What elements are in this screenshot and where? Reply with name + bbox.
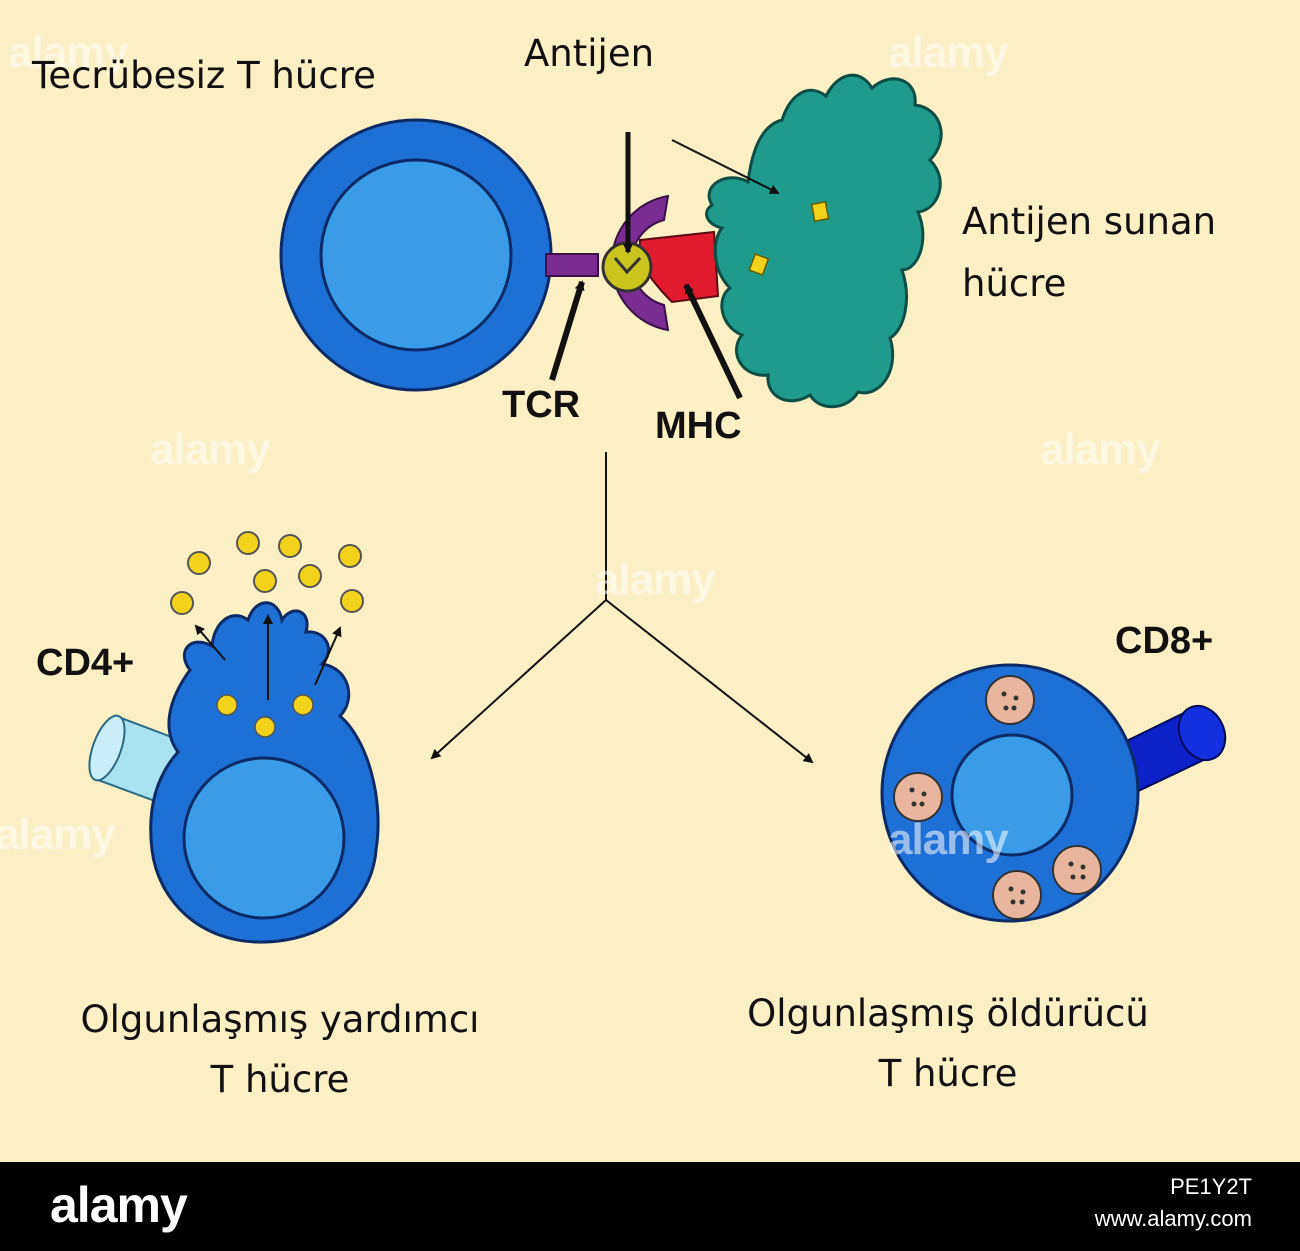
helper-caption-line2: T hücre (210, 1058, 350, 1101)
killer-t-cell (880, 663, 1227, 923)
helper-caption-line1: Olgunlaşmış yardımcı (80, 998, 480, 1041)
watermark: alamy (150, 425, 271, 474)
footer-bar: alamy PE1Y2T www.alamy.com (0, 1162, 1300, 1251)
antigen-presenting-cell (705, 73, 943, 409)
naive-t-cell (279, 118, 553, 392)
cd4-label: CD4+ (36, 642, 135, 684)
watermark: alamy (1040, 425, 1161, 474)
footer-url: www.alamy.com (1094, 1206, 1252, 1231)
cd8-label: CD8+ (1115, 620, 1214, 662)
killer-cell-caption: Olgunlaşmış öldürücü T hücre (698, 990, 1198, 1098)
apc-label-line1: Antijen sunan (962, 200, 1217, 243)
watermark: alamy (888, 815, 1009, 864)
apc-label-line2: hücre (962, 262, 1067, 305)
watermark: alamy (595, 555, 716, 604)
helper-t-cell (88, 531, 380, 944)
mhc-label: MHC (655, 405, 742, 447)
t-cell-activation-diagram (88, 73, 1227, 944)
cytokines (170, 531, 364, 615)
watermark: alamy (0, 810, 116, 859)
killer-caption-line2: T hücre (878, 1052, 1018, 1095)
pointer-lines (549, 132, 780, 400)
watermark: alamy (8, 28, 129, 77)
cytotoxic-granules (893, 675, 1102, 920)
footer-logo: alamy (50, 1177, 188, 1233)
naive-t-cell-label: Tecrübesiz T hücre (32, 54, 376, 97)
footer-image-id: PE1Y2T (1170, 1174, 1252, 1199)
branch-arrows (430, 452, 814, 764)
tcr-label: TCR (502, 384, 581, 426)
antigen-label: Antijen (524, 32, 655, 75)
helper-cell-caption: Olgunlaşmış yardımcı T hücre (30, 996, 530, 1104)
watermark: alamy (888, 28, 1009, 77)
killer-caption-line1: Olgunlaşmış öldürücü (747, 992, 1149, 1035)
